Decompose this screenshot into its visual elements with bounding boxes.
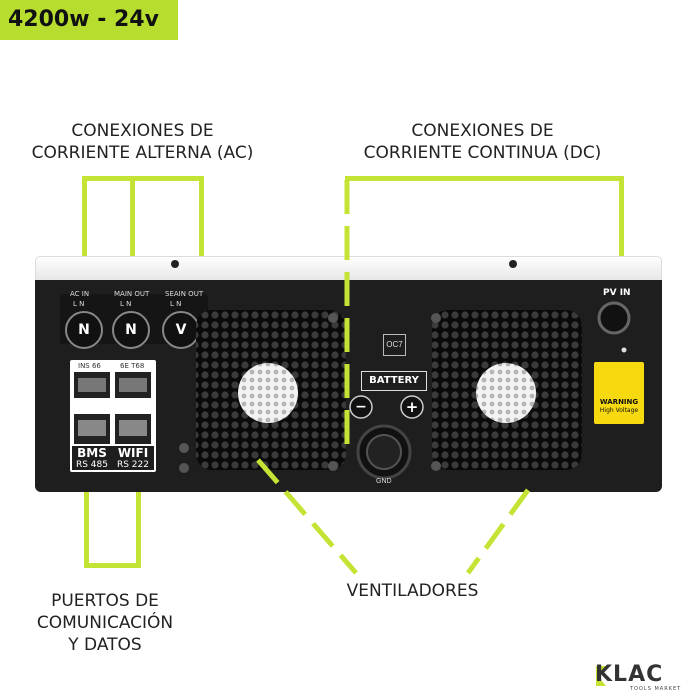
screw-icon — [328, 313, 338, 323]
second-out-label: SEAIN OUT — [165, 290, 204, 298]
ac-bracket-left — [82, 176, 87, 271]
brand-logo: KLAC — [595, 662, 664, 687]
fans-label: VENTILADORES — [330, 580, 495, 602]
terminal-sub-2: L N — [120, 300, 132, 308]
ac-label-line2: CORRIENTE ALTERNA (AC) — [31, 143, 254, 163]
klac-logo-icon — [596, 666, 606, 686]
screw-icon — [509, 260, 517, 268]
warning-title: WARNING — [599, 398, 639, 406]
oc7-label: OC7 — [383, 334, 406, 356]
warning-sticker — [594, 362, 644, 424]
pv-in-label: PV IN — [603, 288, 631, 298]
fans-label-text: VENTILADORES — [346, 581, 479, 601]
left-fan-pointer — [256, 458, 358, 575]
screw-icon — [171, 260, 179, 268]
dc-bracket-top — [345, 176, 624, 181]
ports-bracket-bottom — [84, 563, 141, 568]
screw-icon — [179, 463, 189, 473]
second-out-letter: V — [175, 322, 187, 338]
pv-in-port[interactable] — [597, 301, 631, 335]
ac-bracket-right — [199, 176, 204, 271]
ports-label-line2: COMUNICACIÓN — [36, 613, 174, 633]
plus-sign: + — [405, 398, 419, 416]
bms-label: BMS — [77, 446, 107, 460]
battery-negative-terminal[interactable] — [349, 395, 373, 419]
ac-bracket-top — [82, 176, 204, 181]
screw-icon — [179, 443, 189, 453]
small-port-label-2: 6E T68 — [120, 362, 145, 370]
battery-label: BATTERY — [361, 371, 427, 391]
power-spec-badge: 4200w - 24v — [0, 0, 178, 40]
dc-connections-label: CONEXIONES DE CORRIENTE CONTINUA (DC) — [360, 120, 605, 164]
ports-bracket-left — [84, 480, 89, 568]
minus-sign: − — [355, 399, 367, 415]
comm-ports-label: PUERTOS DE COMUNICACIÓN Y DATOS — [20, 590, 190, 656]
gnd-label: GND — [376, 478, 392, 485]
dc-bracket-right — [619, 176, 624, 276]
ac-label-line1: CONEXIONES DE — [71, 121, 214, 141]
wifi-label: WIFI — [117, 446, 149, 460]
screw-icon — [431, 461, 441, 471]
main-out-label: MAIN OUT — [114, 290, 150, 298]
ports-bracket-right — [136, 480, 141, 568]
ac-in-label: AC IN — [70, 290, 90, 298]
small-port-label-1: INS 66 — [78, 362, 101, 370]
terminal-sub-1: L N — [73, 300, 85, 308]
warning-subtitle: High Voltage — [599, 407, 639, 414]
dc-label-line2: CORRIENTE CONTINUA (DC) — [363, 143, 602, 163]
ac-in-terminal[interactable] — [65, 311, 103, 349]
wifi-sub-label: RS 222 — [116, 460, 149, 470]
ports-label-line3: Y DATOS — [68, 635, 142, 655]
screw-icon — [328, 461, 338, 471]
ports-label-line1: PUERTOS DE — [51, 591, 159, 611]
ac-in-letter: N — [78, 322, 90, 338]
battery-positive-terminal[interactable] — [400, 395, 424, 419]
terminal-sub-3: L N — [170, 300, 182, 308]
bms-sub-label: RS 485 — [75, 460, 108, 470]
brand-logo-sub: TOOLS MARKET — [630, 686, 682, 692]
right-fan-pointer — [465, 488, 531, 575]
ac-connections-label: CONEXIONES DE CORRIENTE ALTERNA (AC) — [20, 120, 265, 164]
left-fan-icon — [238, 363, 298, 423]
ac-bracket-mid — [130, 176, 135, 271]
dc-label-line1: CONEXIONES DE — [411, 121, 554, 141]
main-out-terminal[interactable] — [112, 311, 150, 349]
main-out-letter: N — [125, 322, 137, 338]
right-fan-icon — [476, 363, 536, 423]
screw-icon — [431, 313, 441, 323]
